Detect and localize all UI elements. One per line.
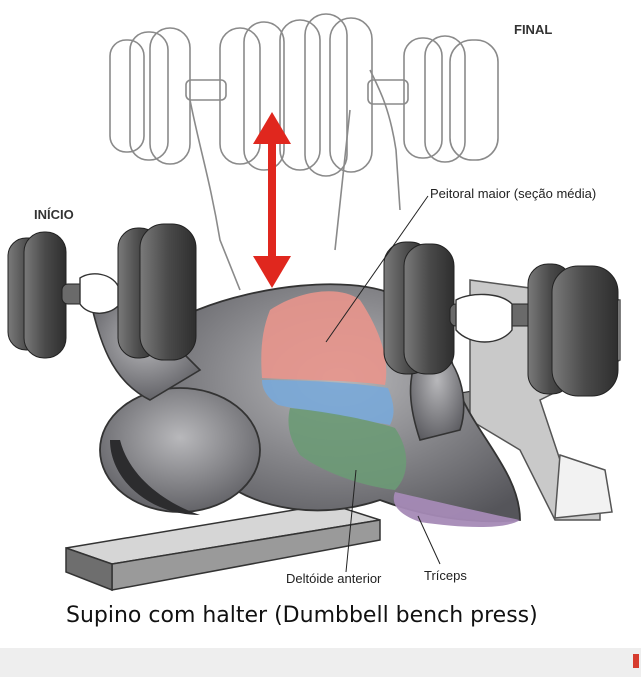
dumbbell-left bbox=[7, 223, 197, 361]
deltoid-green-region bbox=[288, 408, 407, 490]
movement-arrow bbox=[253, 112, 291, 288]
label-final: FINAL bbox=[514, 22, 553, 37]
caption-band bbox=[0, 598, 641, 648]
pectoralis-major-region bbox=[261, 291, 387, 385]
muscles bbox=[261, 291, 520, 527]
dumbbell-right bbox=[383, 241, 619, 397]
bottom-strip bbox=[0, 648, 641, 677]
ghost-dumbbell-right bbox=[279, 13, 499, 177]
ghost-final-position bbox=[109, 13, 499, 291]
label-triceps: Tríceps bbox=[424, 568, 467, 583]
caption: Supino com halter (Dumbbell bench press) bbox=[66, 603, 538, 628]
triceps-region bbox=[393, 492, 520, 527]
edge-mark bbox=[633, 654, 639, 668]
label-pectoralis: Peitoral maior (seção média) bbox=[430, 186, 597, 201]
leader-lines bbox=[325, 195, 441, 573]
exercise-illustration bbox=[7, 13, 621, 592]
anterior-deltoid-region bbox=[262, 380, 394, 425]
label-anterior-deltoid: Deltóide anterior bbox=[286, 571, 382, 586]
head bbox=[99, 387, 261, 515]
label-start: INÍCIO bbox=[34, 207, 74, 222]
ghost-dumbbell-left bbox=[109, 21, 285, 171]
